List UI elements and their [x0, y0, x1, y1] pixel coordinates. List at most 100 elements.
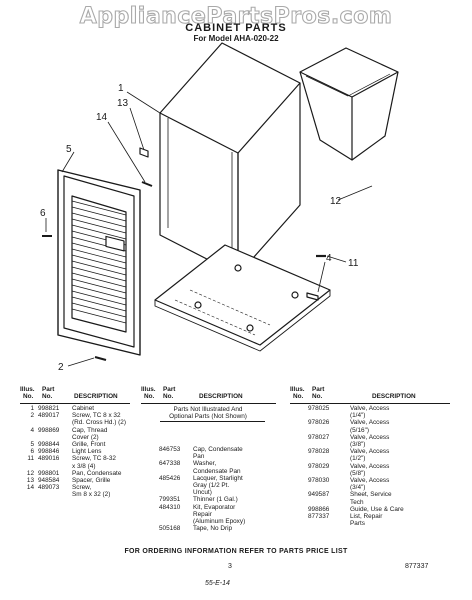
part-description: Pan, Condensate [72, 469, 122, 477]
part-description: (5/16") [350, 426, 369, 434]
table-row: (5/16") [290, 427, 472, 434]
part-description: (Aluminum Epoxy) [193, 518, 246, 525]
hdr-part: Part [163, 386, 176, 393]
table-row: 949587 Sheet, Service [290, 491, 472, 498]
hdr-part-no: No. [42, 393, 53, 400]
illus-number: 14 [26, 484, 34, 492]
part-description: Valve, Access [350, 448, 390, 456]
part-number: 978030 [308, 477, 330, 484]
table-row: 978025 Valve, Access [290, 405, 472, 412]
part-number: 998844 [38, 441, 60, 448]
callout-11: 11 [348, 258, 359, 269]
hdr-part: Part [312, 386, 325, 393]
part-number: 846753 [159, 446, 181, 453]
part-number: 998821 [38, 405, 60, 412]
part-description: Washer, [193, 460, 217, 468]
part-number: 877337 [308, 513, 330, 520]
table-row: 846753 Cap, Condensate [141, 446, 341, 453]
table-row: Gray (1/2 Pt. [141, 482, 341, 489]
part-number: 998869 [38, 426, 60, 434]
part-description: Screw, TC 8 x 32 [72, 412, 121, 420]
part-description: Valve, Access [350, 419, 390, 427]
part-number: 978027 [308, 433, 330, 441]
part-description: Cap, Condensate [193, 446, 243, 453]
illus-number: 1 [30, 405, 34, 412]
part-number: 978025 [308, 405, 330, 412]
hdr-illus: Illus. [290, 386, 305, 393]
not-illustrated-heading: Parts Not Illustrated And Optional Parts… [148, 406, 268, 420]
part-description: (1/4") [350, 412, 366, 420]
screw-14 [141, 181, 153, 187]
handwritten-note: 55-E-14 [205, 580, 230, 587]
part-description: (3/8") [350, 441, 366, 448]
part-description: Valve, Access [350, 462, 390, 470]
callout-1: 1 [118, 83, 124, 94]
table-row: Uncut) [141, 489, 341, 496]
illus-number: 5 [30, 441, 34, 448]
part-description: (5/8") [350, 469, 366, 477]
table-row: (Aluminum Epoxy) [141, 518, 341, 525]
thread-cap [306, 292, 319, 301]
callout-6: 6 [40, 208, 46, 219]
table-row: (5/8") [290, 470, 472, 477]
part-description: Grille, Front [72, 441, 106, 448]
table-row: (3/8") [290, 441, 472, 448]
table-row: 877337 List, Repair [290, 513, 472, 520]
part-description: Valve, Access [350, 477, 390, 484]
part-number: 799351 [159, 496, 181, 504]
table-row: 978030 Valve, Access [290, 477, 472, 484]
hdr-illus: Illus. [20, 386, 35, 393]
part-description: Cover (2) [72, 433, 99, 441]
table-row: Parts [290, 520, 472, 527]
part-number: 489016 [38, 455, 60, 463]
table-row: 978026 Valve, Access [290, 419, 472, 426]
part-description: Sheet, Service [350, 491, 392, 499]
part-description: Uncut) [193, 489, 212, 497]
callout-13: 13 [117, 98, 129, 109]
page-subtitle: For Model AHA-020-22 [193, 34, 279, 43]
part-description: Lacquer, Starlight [193, 474, 243, 482]
part-number: 998846 [38, 448, 60, 456]
part-description: Guide, Use & Care [350, 505, 404, 513]
callout-2: 2 [58, 362, 64, 370]
part-number: 485426 [159, 474, 181, 482]
part-description: Thinner (1 Gal.) [193, 496, 238, 504]
table-row: (1/2") [290, 455, 472, 462]
table-row: 978027 Valve, Access [290, 434, 472, 441]
hdr-illus: Illus. [141, 386, 156, 393]
part-description: Repair [193, 510, 212, 518]
part-description: Parts [350, 520, 365, 528]
hdr-no: No. [293, 393, 304, 400]
hdr-no: No. [144, 393, 155, 400]
part-number: 978026 [308, 419, 330, 427]
part-number: 949587 [308, 491, 330, 499]
table-row: 978028 Valve, Access [290, 448, 472, 455]
illus-number: 4 [30, 426, 34, 434]
callout-12: 12 [330, 196, 342, 207]
part-description: List, Repair [350, 513, 383, 520]
front-grille [57, 169, 141, 356]
hdr-description: DESCRIPTION [74, 393, 118, 400]
col1-rule [20, 403, 130, 404]
callout-14: 14 [96, 112, 108, 123]
grille-spacer [139, 147, 149, 158]
document-number: 877337 [405, 563, 429, 570]
hdr-part: Part [42, 386, 55, 393]
table-row: (3/4") [290, 484, 472, 491]
illus-number: 6 [30, 448, 34, 456]
cabinet-shell [159, 42, 301, 276]
part-number: 978028 [308, 448, 330, 456]
not-illustrated-line-1: Parts Not Illustrated And [173, 406, 243, 413]
part-number: 489073 [38, 484, 60, 492]
hdr-description: DESCRIPTION [372, 393, 416, 400]
part-description: Valve, Access [350, 405, 390, 412]
part-description: Valve, Access [350, 433, 390, 441]
